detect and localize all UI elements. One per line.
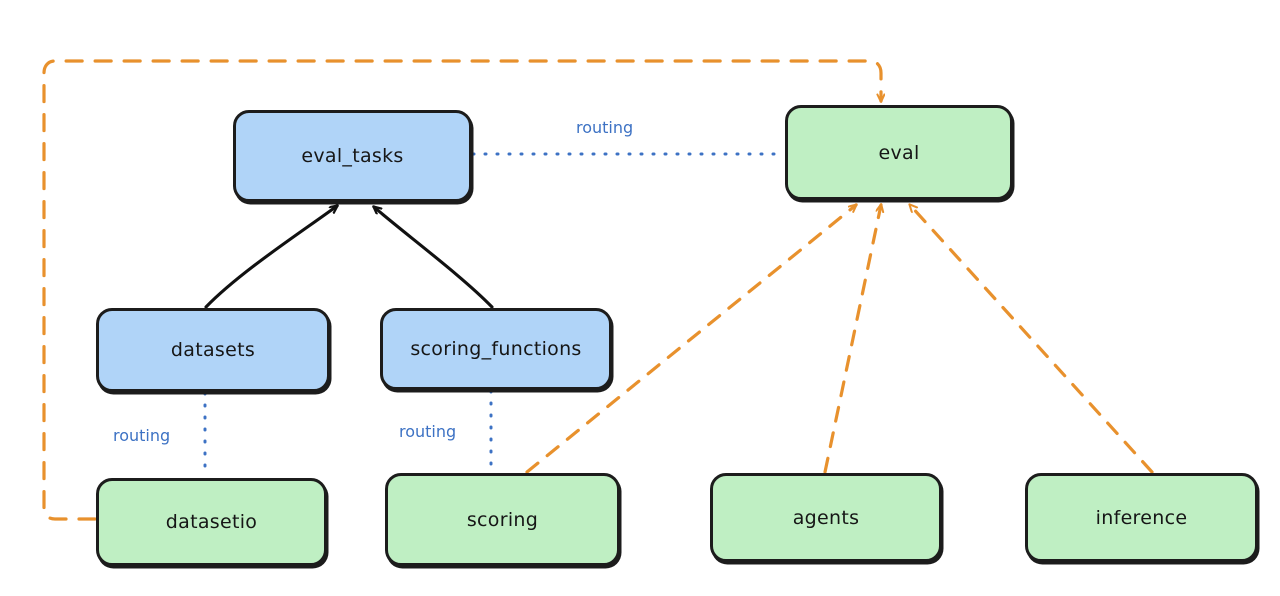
node-label-agents: agents xyxy=(792,506,860,529)
edge-datasets-to-eval_tasks xyxy=(204,206,337,309)
node-label-scoring-functions: scoring_functions xyxy=(410,338,582,360)
edge-label-eval_tasks-to-eval: routing xyxy=(576,118,634,137)
node-datasets[interactable]: datasets xyxy=(96,308,330,392)
node-eval-tasks[interactable]: eval_tasks xyxy=(233,110,472,202)
node-inference[interactable]: inference xyxy=(1025,473,1258,562)
node-datasetio[interactable]: datasetio xyxy=(96,478,327,566)
edge-scoring-to-eval xyxy=(525,203,856,474)
node-label-eval: eval xyxy=(878,141,920,164)
edge-inference-to-eval xyxy=(910,205,1154,474)
edge-label-datasets-to-datasetio: routing xyxy=(113,426,171,445)
node-label-inference: inference xyxy=(1095,506,1188,529)
edge-label-scoring_functions-to-scoring: routing xyxy=(399,422,457,441)
edge-scoring_functions-to-eval_tasks xyxy=(374,207,494,309)
node-agents[interactable]: agents xyxy=(710,473,942,562)
node-label-datasetio: datasetio xyxy=(165,511,258,533)
node-scoring[interactable]: scoring xyxy=(385,473,620,566)
node-label-eval-tasks: eval_tasks xyxy=(301,145,404,167)
edge-datasetio-to-eval xyxy=(42,59,881,521)
node-label-scoring: scoring xyxy=(466,508,539,531)
edge-agents-to-eval xyxy=(823,205,881,474)
node-eval[interactable]: eval xyxy=(785,105,1013,200)
node-label-datasets: datasets xyxy=(170,339,256,361)
node-scoring-functions[interactable]: scoring_functions xyxy=(380,308,612,390)
